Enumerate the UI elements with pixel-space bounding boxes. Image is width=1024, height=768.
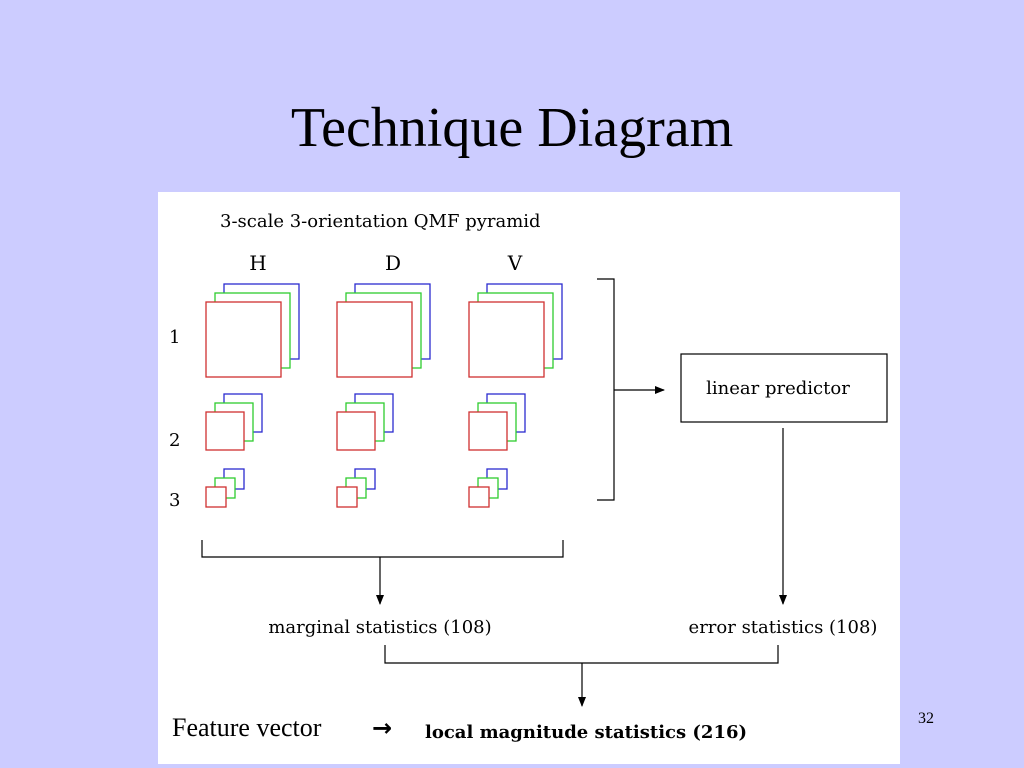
orientation-label-v: V <box>507 251 523 275</box>
slide-title: Technique Diagram <box>290 97 734 159</box>
predictor-bracket <box>597 278 615 501</box>
pyramid-bracket <box>201 540 564 558</box>
pyramid-subbands <box>205 283 563 508</box>
subband-h-scale-3-red <box>205 486 227 508</box>
marginal-statistics-label: marginal statistics (108) <box>268 617 491 638</box>
scale-label-3: 3 <box>169 490 180 511</box>
subband-v-scale-2-red <box>468 411 508 451</box>
subband-v-scale-3-red <box>468 486 490 508</box>
pyramid-caption: 3-scale 3-orientation QMF pyramid <box>220 211 541 232</box>
linear-predictor-label: linear predictor <box>706 378 850 399</box>
subband-v-scale-1-red <box>468 301 545 378</box>
subband-h-scale-1-red <box>205 301 282 378</box>
local-magnitude-statistics-label: local magnitude statistics (216) <box>425 722 747 743</box>
subband-d-scale-1-red <box>336 301 413 378</box>
linear-predictor-box <box>680 353 888 423</box>
subband-d-scale-3-red <box>336 486 358 508</box>
page-number: 32 <box>918 710 934 727</box>
scale-label-2: 2 <box>169 430 180 451</box>
subband-h-scale-2-red <box>205 411 245 451</box>
feature-arrow-icon: → <box>372 714 392 742</box>
feature-vector-label: Feature vector <box>172 713 322 742</box>
error-statistics-label: error statistics (108) <box>689 617 878 638</box>
diagram-canvas: 3-scale 3-orientation QMF pyramid H D V … <box>169 211 888 743</box>
combine-bracket <box>384 645 779 664</box>
technique-diagram: 3-scale 3-orientation QMF pyramid H D V … <box>158 192 900 764</box>
orientation-label-h: H <box>249 251 266 275</box>
scale-label-1: 1 <box>169 327 180 348</box>
subband-d-scale-2-red <box>336 411 376 451</box>
orientation-label-d: D <box>385 251 401 275</box>
